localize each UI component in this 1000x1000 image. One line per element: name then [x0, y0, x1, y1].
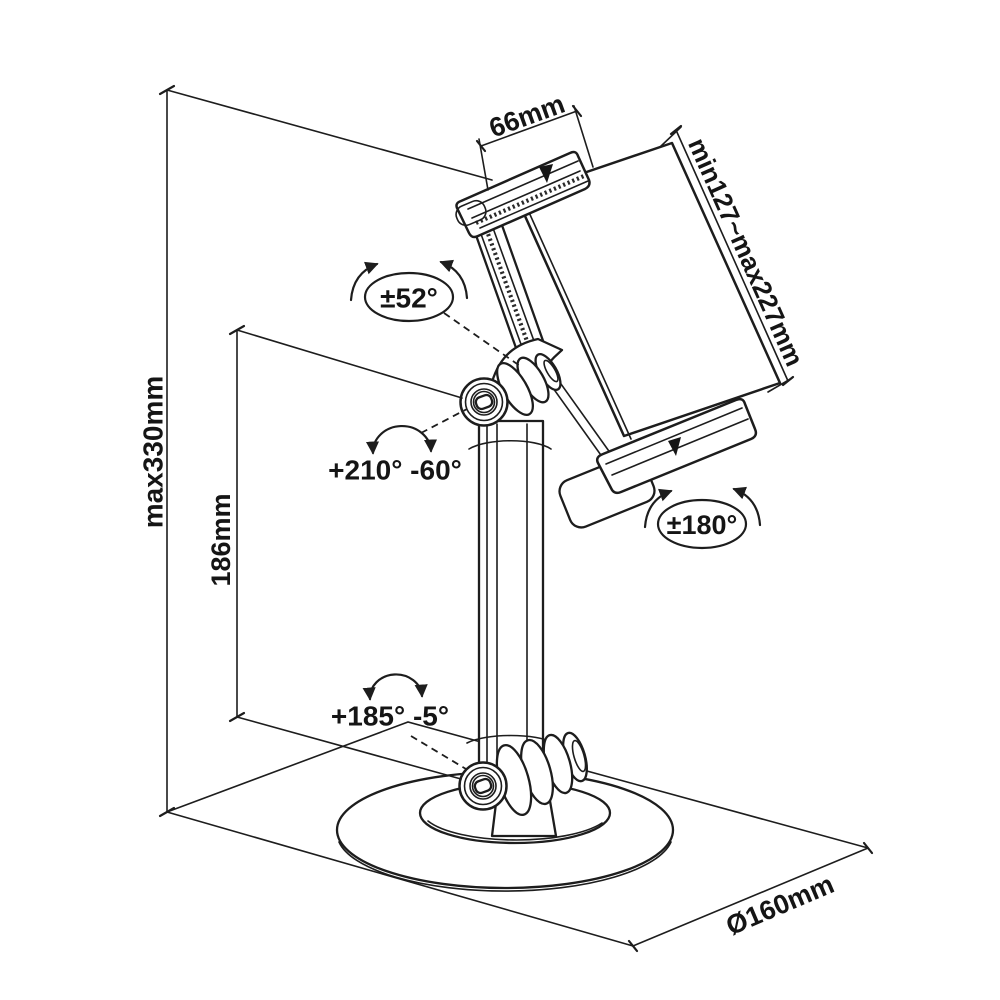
base-diameter-dimension-line: [632, 847, 869, 947]
holder-tilt-label: ±52°: [380, 283, 438, 314]
top-clamp-arrow-icon: [539, 164, 553, 183]
dimension-lines: [158, 84, 795, 818]
holder-tilt-annotation: [349, 259, 521, 367]
upper-hinge-bolt-hole: [474, 393, 494, 411]
lower-hinge-bolt-hole: [473, 777, 493, 795]
lower-hinge: [458, 731, 588, 816]
clamp-width-label: 66mm: [485, 89, 569, 144]
upper-hinge: [459, 337, 564, 427]
upper-joint-range-label: +210° -60°: [328, 455, 462, 486]
overall-height-label: max330mm: [138, 376, 169, 529]
holder-rotation-label: ±180°: [667, 510, 738, 540]
holder-rotation-annotation: [643, 486, 762, 550]
pole: [466, 419, 555, 773]
lower-joint-annotation: [362, 673, 467, 770]
clamp-width-dimension: [475, 104, 594, 191]
tablet-holder: [455, 141, 782, 529]
holder-height-dimension: [659, 124, 795, 393]
pole-height-label: 186mm: [206, 493, 236, 586]
track-teeth-strip: [481, 219, 534, 356]
pole-height-dimension: [228, 324, 463, 780]
upper-joint-annotation: [365, 408, 468, 455]
overall-height-dimension: [158, 84, 493, 818]
rotation-annotations: [349, 259, 762, 770]
lower-joint-range-label: +185° -5°: [331, 701, 449, 732]
holder-back-panel: [514, 141, 782, 438]
bottom-clamp-arrow-icon: [668, 437, 681, 456]
base-diameter-label: Ø160mm: [722, 869, 839, 941]
